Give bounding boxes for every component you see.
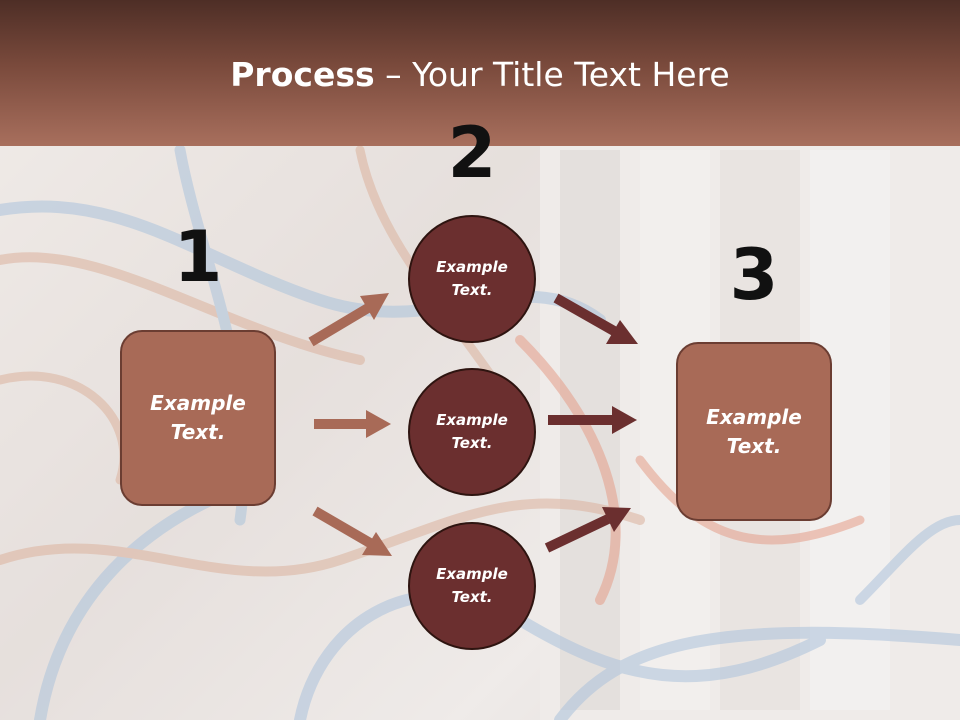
slide-title: Process – Your Title Text Here: [0, 52, 960, 98]
step-1-text-line2: Text.: [170, 420, 226, 444]
step-2-circle-bottom: Example Text.: [408, 522, 536, 650]
title-bold-text: Process: [230, 55, 375, 94]
step-3-text-line2: Text.: [726, 433, 782, 458]
step-number-3: 3: [729, 234, 779, 316]
title-rest-text: – Your Title Text Here: [374, 55, 730, 94]
step-1-box: Example Text.: [120, 330, 276, 506]
circle-middle-line1: Example: [436, 411, 508, 429]
step-1-text-line1: Example: [150, 391, 246, 415]
step-2-circle-middle: Example Text.: [408, 368, 536, 496]
circle-bottom-line1: Example: [436, 565, 508, 583]
circle-middle-line2: Text.: [451, 434, 493, 452]
circle-bottom-line2: Text.: [451, 588, 493, 606]
step-2-circle-top: Example Text.: [408, 215, 536, 343]
step-number-1: 1: [173, 216, 223, 298]
title-banner: [0, 0, 960, 146]
step-3-text-line1: Example: [706, 404, 802, 429]
step-number-2: 2: [447, 112, 497, 194]
circle-top-line2: Text.: [451, 281, 493, 299]
circle-top-line1: Example: [436, 258, 508, 276]
step-3-box: Example Text.: [676, 342, 832, 521]
